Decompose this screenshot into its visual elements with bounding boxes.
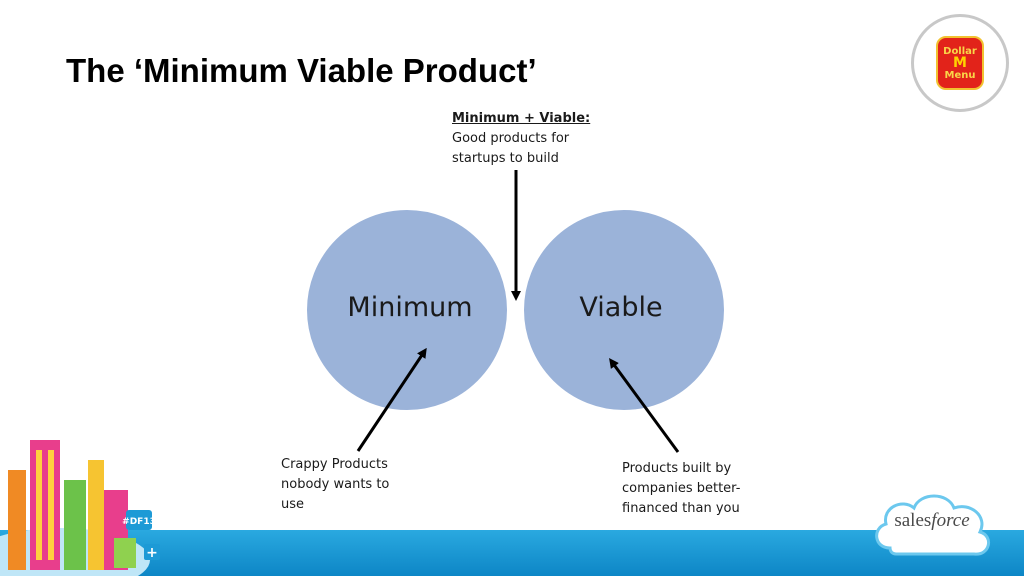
minimum-arrow xyxy=(356,347,427,452)
dollar-menu-logo-icon: Dollar M Menu xyxy=(911,14,1009,112)
viable-annotation: Products built by companies better- fina… xyxy=(622,459,762,519)
viable-annotation-line: Products built by xyxy=(622,461,732,476)
logo-text-dollar: Dollar xyxy=(943,45,977,57)
viable-circle xyxy=(523,209,725,411)
viable-annotation-line: companies better- xyxy=(622,481,741,496)
slide-title: The ‘Minimum Viable Product’ xyxy=(66,52,537,89)
salesforce-logo-text: salesforce xyxy=(877,510,987,532)
overlap-annotation-line: startups to build xyxy=(452,151,559,166)
minimum-annotation-line: Crappy Products xyxy=(281,457,388,472)
salesforce-suffix: force xyxy=(931,510,970,531)
minimum-circle xyxy=(306,209,508,411)
minimum-label: Minimum xyxy=(347,292,472,323)
viable-label: Viable xyxy=(579,292,662,323)
minimum-annotation-line: nobody wants to xyxy=(281,477,390,492)
logo-text-menu: Menu xyxy=(944,69,976,81)
minimum-annotation: Crappy Products nobody wants to use xyxy=(281,455,416,515)
overlap-annotation-line: Good products for xyxy=(452,131,570,146)
salesforce-cloud-icon xyxy=(875,494,990,556)
dreamforce-city-icon: #DF13 + xyxy=(0,440,160,576)
viable-circle-outline xyxy=(522,208,726,412)
viable-arrow xyxy=(609,357,680,453)
overlap-annotation: Minimum + Viable: Good products for star… xyxy=(452,109,602,169)
overlap-annotation-heading: Minimum + Viable: xyxy=(452,111,591,126)
salesforce-prefix: sales xyxy=(894,510,932,531)
minimum-annotation-line: use xyxy=(281,497,305,512)
viable-annotation-line: financed than you xyxy=(622,501,740,516)
logo-text-m: M xyxy=(953,54,967,71)
plus-icon: + xyxy=(146,545,158,561)
footer-band xyxy=(0,530,1024,576)
minimum-circle-outline xyxy=(305,208,509,412)
event-badge-text: #DF13 xyxy=(122,517,156,527)
